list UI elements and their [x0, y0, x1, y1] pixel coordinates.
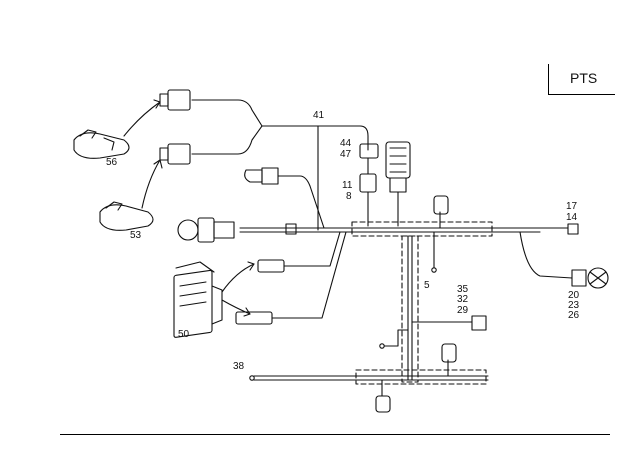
- callout-14: 14: [566, 212, 578, 223]
- callout-32: 32: [457, 294, 469, 305]
- connector-35-32-29: [471, 315, 487, 331]
- callout-56: 56: [106, 157, 118, 168]
- wire-upper-branch-bottom: [191, 125, 263, 155]
- lamp-56-housing: [73, 132, 130, 159]
- arrow-ecu-upper: [221, 263, 255, 293]
- sensor-left: [244, 169, 263, 183]
- callout-35: 35: [457, 284, 469, 295]
- footer-rule: [60, 434, 610, 435]
- code-label: PTS: [570, 70, 598, 86]
- wire-upper-branch-top: [191, 99, 263, 127]
- ecu-50-body: [173, 269, 213, 338]
- connector-53-plug: [167, 143, 191, 165]
- callout-41: 41: [313, 110, 325, 121]
- lamp-53-housing: [99, 204, 154, 231]
- arrow-ecu-lower: [221, 299, 251, 315]
- callout-50: 50: [178, 329, 190, 340]
- connector-bottom-lower: [375, 395, 391, 413]
- ecu-connector-lower: [235, 311, 273, 325]
- callout-5: 5: [424, 280, 430, 291]
- callout-17: 17: [566, 201, 578, 212]
- connector-top-trunk: [433, 195, 449, 215]
- wire-trunk-upper: [261, 125, 369, 151]
- connector-bottom-upper: [441, 343, 457, 363]
- callout-26: 26: [568, 310, 580, 321]
- main-trunk-dashed: [351, 221, 493, 237]
- arrow-56: [123, 101, 161, 137]
- arrow-53: [141, 159, 161, 209]
- code-box: [548, 64, 615, 95]
- callout-8: 8: [346, 191, 352, 202]
- callout-53: 53: [130, 230, 142, 241]
- callout-29: 29: [457, 305, 469, 316]
- connector-20-23-26: [571, 269, 587, 287]
- relay-block: [385, 141, 411, 179]
- callout-38: 38: [233, 361, 245, 372]
- connector-17-14: [567, 223, 579, 235]
- ecu-connector-upper: [257, 259, 285, 273]
- connector-56-plug: [167, 89, 191, 111]
- sensor-bracket-round: [177, 219, 199, 241]
- connector-11-8: [359, 173, 377, 193]
- connector-44-47: [359, 143, 379, 159]
- callout-20: 20: [568, 290, 580, 301]
- callout-44: 44: [340, 138, 352, 149]
- callout-23: 23: [568, 300, 580, 311]
- callout-47: 47: [340, 149, 352, 160]
- callout-11: 11: [342, 180, 353, 191]
